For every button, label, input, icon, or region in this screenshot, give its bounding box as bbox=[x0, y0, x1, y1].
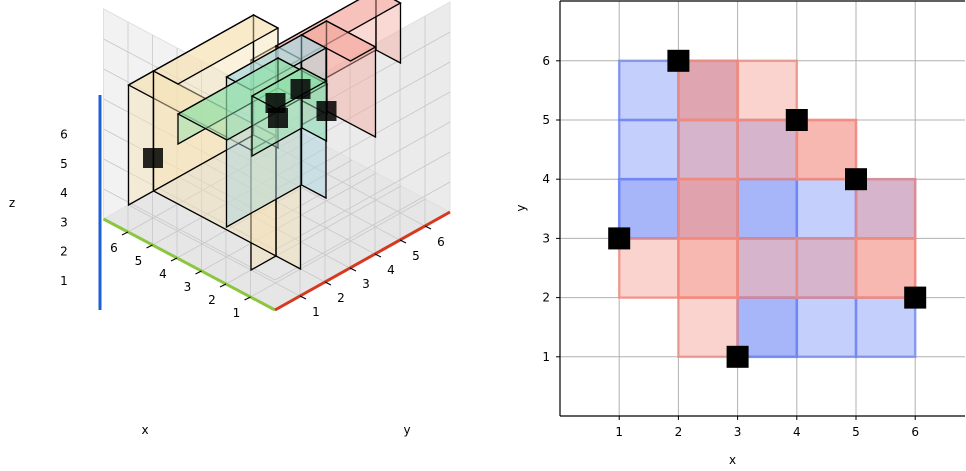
z-tick-label: 2 bbox=[60, 245, 68, 259]
grid-line bbox=[103, 128, 276, 221]
x-tick bbox=[195, 270, 202, 275]
y-tick-label: 3 bbox=[542, 231, 550, 245]
voxel-block bbox=[225, 33, 328, 229]
x-axis-label: x bbox=[729, 453, 736, 467]
voxel-face bbox=[225, 34, 328, 91]
point-marker bbox=[143, 148, 163, 168]
grid-line bbox=[103, 158, 276, 251]
y-tick-label: 2 bbox=[542, 291, 550, 305]
x-tick-label: 2 bbox=[208, 293, 216, 307]
grid-line bbox=[152, 146, 328, 246]
z-tick-label: 6 bbox=[60, 128, 68, 142]
y-tick-label: 1 bbox=[542, 350, 550, 364]
grid-line bbox=[201, 172, 377, 272]
y-tick-label: 6 bbox=[542, 54, 550, 68]
grid-line bbox=[178, 176, 351, 269]
y-tick bbox=[374, 253, 382, 258]
x-tick-label: 1 bbox=[615, 425, 623, 439]
grid-line bbox=[103, 188, 276, 281]
y-axis-label: y bbox=[403, 423, 410, 437]
x-tick-label: 1 bbox=[233, 306, 241, 320]
x-axis-label: x bbox=[141, 423, 148, 437]
x-tick bbox=[121, 231, 129, 236]
x-tick-label: 3 bbox=[184, 280, 192, 294]
voxel-face bbox=[152, 14, 280, 85]
red-dark-cell bbox=[677, 237, 739, 299]
x-tick bbox=[244, 296, 251, 301]
x-tick bbox=[219, 283, 227, 288]
grid-line bbox=[250, 198, 426, 298]
x-tick-label: 6 bbox=[911, 425, 919, 439]
point-marker bbox=[904, 286, 927, 309]
y-tick-label: 4 bbox=[387, 263, 395, 277]
grid-line bbox=[103, 98, 276, 191]
point-marker bbox=[268, 108, 288, 128]
grid-line bbox=[127, 133, 304, 233]
z-tick-label: 1 bbox=[60, 274, 68, 288]
x-tick-label: 5 bbox=[852, 425, 860, 439]
grid-line bbox=[274, 151, 451, 251]
x-tick-label: 4 bbox=[793, 425, 801, 439]
y-tick-label: 3 bbox=[362, 277, 370, 291]
point-marker bbox=[316, 101, 337, 121]
red-cell bbox=[677, 177, 739, 240]
plot-area bbox=[560, 1, 965, 416]
z-tick-label: 5 bbox=[60, 157, 68, 171]
y-tick-label: 4 bbox=[542, 172, 550, 186]
z-axis-label: z bbox=[9, 196, 15, 210]
red-cell bbox=[677, 118, 739, 181]
y-tick bbox=[349, 267, 357, 272]
point-marker bbox=[667, 49, 690, 72]
grid-line bbox=[103, 38, 276, 131]
grid-line bbox=[203, 162, 376, 255]
grid-line bbox=[274, 121, 451, 221]
y-tick bbox=[299, 295, 307, 300]
grid-line bbox=[253, 134, 426, 227]
grid-line bbox=[274, 91, 451, 191]
x-axis-line bbox=[102, 217, 276, 312]
x-tick bbox=[146, 244, 153, 249]
y-tick-label: 2 bbox=[337, 291, 345, 305]
x-tick-label: 4 bbox=[159, 267, 167, 281]
y-tick bbox=[324, 281, 332, 286]
x-tick-label: 3 bbox=[734, 425, 742, 439]
grid-line bbox=[274, 61, 451, 161]
point-marker bbox=[785, 109, 808, 131]
point-marker bbox=[290, 79, 311, 99]
red-cell bbox=[736, 237, 799, 299]
grid-line bbox=[274, 181, 451, 281]
point-marker bbox=[845, 168, 867, 191]
grid-line bbox=[103, 68, 276, 161]
blue-cell bbox=[617, 118, 680, 181]
z-tick-label: 4 bbox=[60, 186, 68, 200]
x-tick-label: 2 bbox=[675, 425, 683, 439]
y-axis-label: y bbox=[514, 204, 528, 211]
y-tick-label: 5 bbox=[542, 113, 550, 127]
blue-cell bbox=[795, 296, 858, 359]
z-tick-label: 3 bbox=[60, 215, 68, 229]
grid-line bbox=[176, 159, 353, 259]
red-cell bbox=[795, 237, 858, 299]
grid-line bbox=[128, 204, 301, 297]
y-tick-label: 6 bbox=[437, 235, 445, 249]
red-cell bbox=[677, 177, 739, 240]
x-tick-label: 6 bbox=[110, 241, 118, 255]
y-tick-label: 1 bbox=[312, 305, 320, 319]
grid-line bbox=[228, 148, 401, 241]
y-tick bbox=[399, 239, 407, 244]
grid-line bbox=[274, 31, 451, 131]
y-axis-line bbox=[274, 210, 451, 312]
point-marker bbox=[608, 227, 631, 250]
x-tick-label: 5 bbox=[135, 254, 143, 268]
voxel-face bbox=[375, 0, 402, 65]
x-tick bbox=[170, 257, 178, 262]
blue-dark-cell bbox=[736, 177, 799, 240]
voxel-face bbox=[274, 0, 402, 60]
y-tick bbox=[424, 225, 432, 230]
y-tick-label: 5 bbox=[412, 249, 420, 263]
point-marker bbox=[726, 345, 749, 368]
